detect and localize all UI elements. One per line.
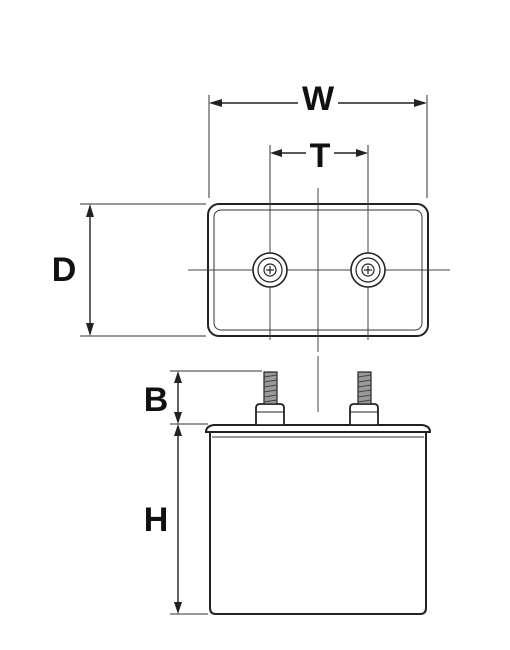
terminal-right-top bbox=[350, 252, 386, 288]
h-arrow-bottom bbox=[174, 602, 182, 614]
d-arrow-top bbox=[86, 204, 94, 217]
width-label-backdrop bbox=[298, 76, 338, 116]
terminal-spacing-label: T bbox=[310, 137, 331, 175]
t-label-backdrop bbox=[306, 136, 334, 174]
side-view-lid bbox=[204, 424, 432, 433]
height-dimension: H bbox=[144, 424, 208, 615]
width-arrow-left bbox=[209, 99, 222, 107]
t-arrow-left bbox=[270, 149, 282, 157]
t-arrow-right bbox=[356, 149, 368, 157]
terminal-spacing-dimension: T bbox=[269, 136, 369, 200]
width-label: W bbox=[302, 80, 335, 118]
height-label: H bbox=[144, 501, 169, 539]
top-view bbox=[188, 188, 450, 352]
width-dimension: W bbox=[208, 76, 428, 198]
terminal-right-side bbox=[349, 371, 379, 426]
h-arrow-top bbox=[174, 424, 182, 436]
side-view bbox=[204, 371, 432, 615]
d-arrow-bottom bbox=[86, 323, 94, 336]
depth-dimension: D bbox=[52, 203, 206, 337]
side-view-body bbox=[209, 431, 427, 615]
terminal-height-dimension: B bbox=[144, 370, 262, 425]
terminal-left-top bbox=[252, 252, 288, 288]
terminal-left-side bbox=[255, 371, 285, 426]
width-arrow-right bbox=[414, 99, 427, 107]
b-arrow-top bbox=[174, 371, 182, 383]
terminal-height-label: B bbox=[144, 381, 169, 419]
depth-label: D bbox=[52, 251, 77, 289]
b-arrow-bottom bbox=[174, 412, 182, 424]
